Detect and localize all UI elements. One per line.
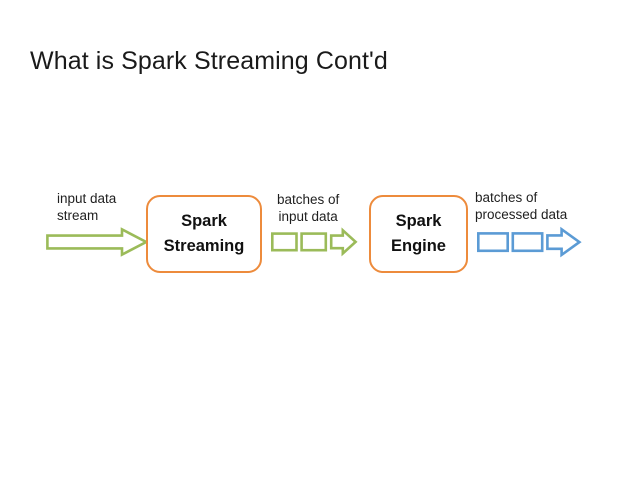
- block-arrow-right-icon: [329, 227, 358, 257]
- caption-line: processed data: [475, 207, 568, 222]
- flow-arrow-batches-of-processed-data: [476, 226, 582, 258]
- batch-rect-icon: [476, 232, 509, 253]
- caption-line: batches of: [277, 192, 340, 207]
- block-arrow-right-icon: [46, 227, 150, 257]
- caption-line: stream: [57, 208, 99, 223]
- process-box-spark-engine[interactable]: Spark Engine: [369, 195, 468, 273]
- caption-input-data-stream: input data stream: [57, 190, 116, 224]
- batch-rect-icon: [270, 232, 298, 252]
- batch-rect-icon: [300, 232, 328, 252]
- flow-arrow-input-data-stream: [46, 227, 150, 257]
- caption-batches-of-processed-data: batches of processed data: [475, 189, 567, 223]
- caption-line: batches of: [475, 190, 538, 205]
- process-box-label-line: Spark: [181, 212, 227, 230]
- batch-rects-and-block-arrow-right-icon: [270, 227, 358, 257]
- process-box-spark-streaming[interactable]: Spark Streaming: [146, 195, 262, 273]
- flow-arrow-batches-of-input-data: [270, 227, 358, 257]
- process-box-label-line: Streaming: [163, 237, 245, 255]
- batch-rect-icon: [511, 232, 544, 253]
- process-box-label-line: Spark: [395, 212, 442, 230]
- caption-batches-of-input-data: batches of input data: [277, 191, 339, 225]
- caption-line: input data: [57, 191, 117, 206]
- batch-rects-and-block-arrow-right-icon: [476, 226, 582, 258]
- process-box-label-line: Engine: [390, 237, 446, 255]
- caption-line: input data: [278, 209, 338, 224]
- page-title: What is Spark Streaming Cont'd: [30, 47, 388, 75]
- block-arrow-right-icon: [546, 226, 582, 258]
